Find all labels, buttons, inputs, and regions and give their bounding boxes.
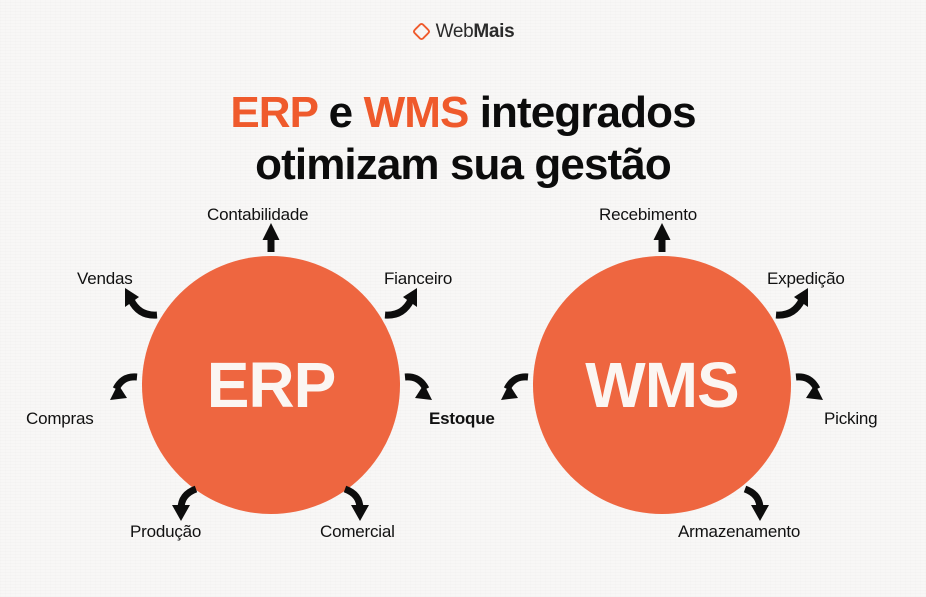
erp-node-fianceiro: Fianceiro [384,269,453,288]
arrow-erp-vendas [125,288,158,319]
wms-node-armazenamento: Armazenamento [678,522,801,541]
shared-node-estoque: Estoque [429,409,495,428]
arrow-erp-estoque [404,373,432,400]
erp-circle-label: ERP [206,349,337,421]
arrow-erp-fianceiro [384,288,417,319]
wms-node-picking: Picking [824,409,878,428]
arrow-wms-recebimento [653,223,671,252]
erp-node-producao: Produção [130,522,202,541]
arrow-wms-estoque [501,373,529,400]
title-line-1: ERP e WMS integrados [230,88,697,138]
brand-name-light: Web [435,20,474,42]
webmais-diamond-icon [412,22,430,40]
title-wms-highlight: WMS [363,88,470,138]
brand-name-bold: Mais [473,20,515,42]
wms-circle: WMS [533,256,791,514]
title-rest: integrados [468,88,697,138]
title-conj: e [317,88,364,138]
arrow-erp-comercial [343,485,369,521]
arrow-wms-armazenamento [743,485,769,521]
wms-node-recebimento: Recebimento [599,205,697,224]
page-title: ERP e WMS integrados otimizam sua gestão [0,87,926,189]
erp-node-compras: Compras [26,409,94,428]
erp-node-vendas: Vendas [77,269,133,288]
arrow-wms-expedicao [775,288,808,319]
brand-name: WebMais [436,22,515,41]
arrow-wms-picking [795,373,823,400]
wms-node-expedicao: Expedição [767,269,845,288]
arrow-erp-contabilidade [262,223,280,252]
arrow-erp-compras [110,373,138,400]
wms-circle-label: WMS [585,349,739,421]
erp-circle: ERP [142,256,400,514]
erp-node-comercial: Comercial [320,522,395,541]
arrow-erp-producao [172,485,198,521]
title-line-2: otimizam sua gestão [255,139,672,189]
brand-logo: WebMais [0,18,926,44]
title-erp-highlight: ERP [230,88,318,138]
erp-node-contabilidade: Contabilidade [207,205,309,224]
